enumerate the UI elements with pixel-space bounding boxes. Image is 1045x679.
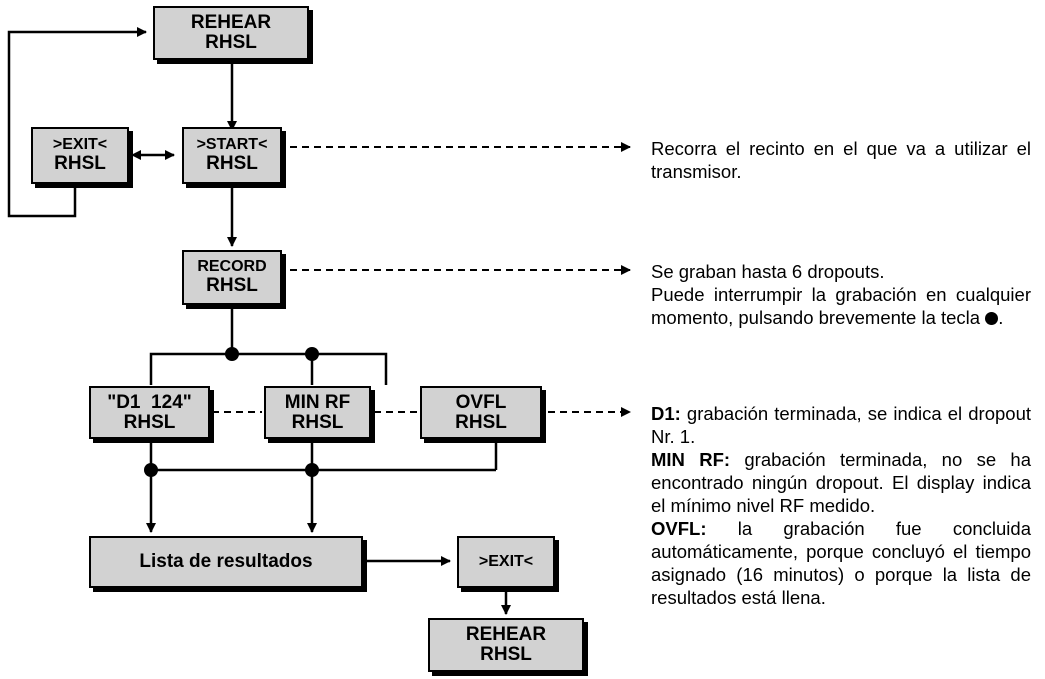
record-box: RECORD RHSL: [182, 250, 282, 305]
box-line: RHSL: [205, 32, 257, 53]
box-line: RHSL: [455, 411, 507, 433]
note-ovfl: OVFL: la grabación fue concluida automát…: [651, 517, 1031, 609]
box-line: "D1 124": [107, 391, 192, 413]
note-minrf: MIN RF: grabación terminada, no se ha en…: [651, 448, 1031, 517]
branch-top: [149, 352, 388, 385]
filled-circle-icon: [985, 312, 999, 325]
box-line: REHEAR: [190, 12, 272, 34]
note-start-text: Recorra el recinto en el que va a utiliz…: [651, 138, 1031, 182]
note-record: Se graban hasta 6 dropouts. Puede interr…: [651, 260, 1031, 329]
note-d1-text: grabación terminada, se indica el dropou…: [651, 403, 1031, 447]
box-line: RHSL: [54, 152, 106, 174]
box-line: REHEAR: [465, 624, 547, 646]
box-line: RHSL: [123, 411, 176, 433]
start-box: >START< RHSL: [182, 127, 282, 184]
note-record-line1: Se graban hasta 6 dropouts.: [651, 261, 885, 282]
junction-dot: [305, 347, 319, 361]
box-line: RHSL: [291, 411, 344, 433]
box-line: Lista de resultados: [139, 551, 313, 573]
exit-bottom-box: >EXIT<: [457, 536, 555, 588]
note-ovfl-label: OVFL:: [651, 518, 707, 539]
note-record-text: Puede interrumpir la grabación en cualqu…: [651, 284, 1031, 328]
junction-dot: [305, 463, 319, 477]
note-minrf-text: grabación terminada, no se ha encontrado…: [651, 449, 1032, 516]
note-d1: D1: grabación terminada, se indica el dr…: [651, 402, 1031, 448]
note-results: D1: grabación terminada, se indica el dr…: [651, 402, 1031, 609]
d1-box: "D1 124" RHSL: [89, 386, 210, 439]
results-list-box: Lista de resultados: [89, 536, 363, 588]
loop-exit-to-rehear: [7, 27, 147, 218]
box-line: >START<: [196, 136, 268, 154]
box-line: RECORD: [197, 258, 267, 276]
exit-left-box: >EXIT< RHSL: [31, 127, 129, 184]
note-minrf-label: MIN RF:: [651, 449, 731, 470]
ovfl-box: OVFL RHSL: [420, 386, 542, 439]
box-line: >EXIT<: [478, 552, 534, 570]
box-line: >EXIT<: [52, 136, 108, 154]
box-line: RHSL: [206, 274, 258, 296]
junction-dot: [225, 347, 239, 361]
box-line: RHSL: [480, 644, 532, 665]
minrf-box: MIN RF RHSL: [264, 386, 371, 439]
box-line: OVFL: [455, 391, 507, 413]
note-record-end: .: [998, 307, 1004, 328]
junction-dot: [144, 463, 158, 477]
note-d1-label: D1:: [651, 403, 681, 424]
note-record-line2: Puede interrumpir la grabación en cualqu…: [651, 283, 1031, 329]
note-ovfl-text: la grabación fue concluida automáticamen…: [651, 518, 1031, 608]
box-line: RHSL: [206, 152, 258, 174]
note-start: Recorra el recinto en el que va a utiliz…: [651, 137, 1031, 183]
rehear-top-box: REHEAR RHSL: [153, 6, 309, 60]
rehear-bottom-box: REHEAR RHSL: [428, 618, 584, 672]
box-line: MIN RF: [284, 391, 351, 413]
